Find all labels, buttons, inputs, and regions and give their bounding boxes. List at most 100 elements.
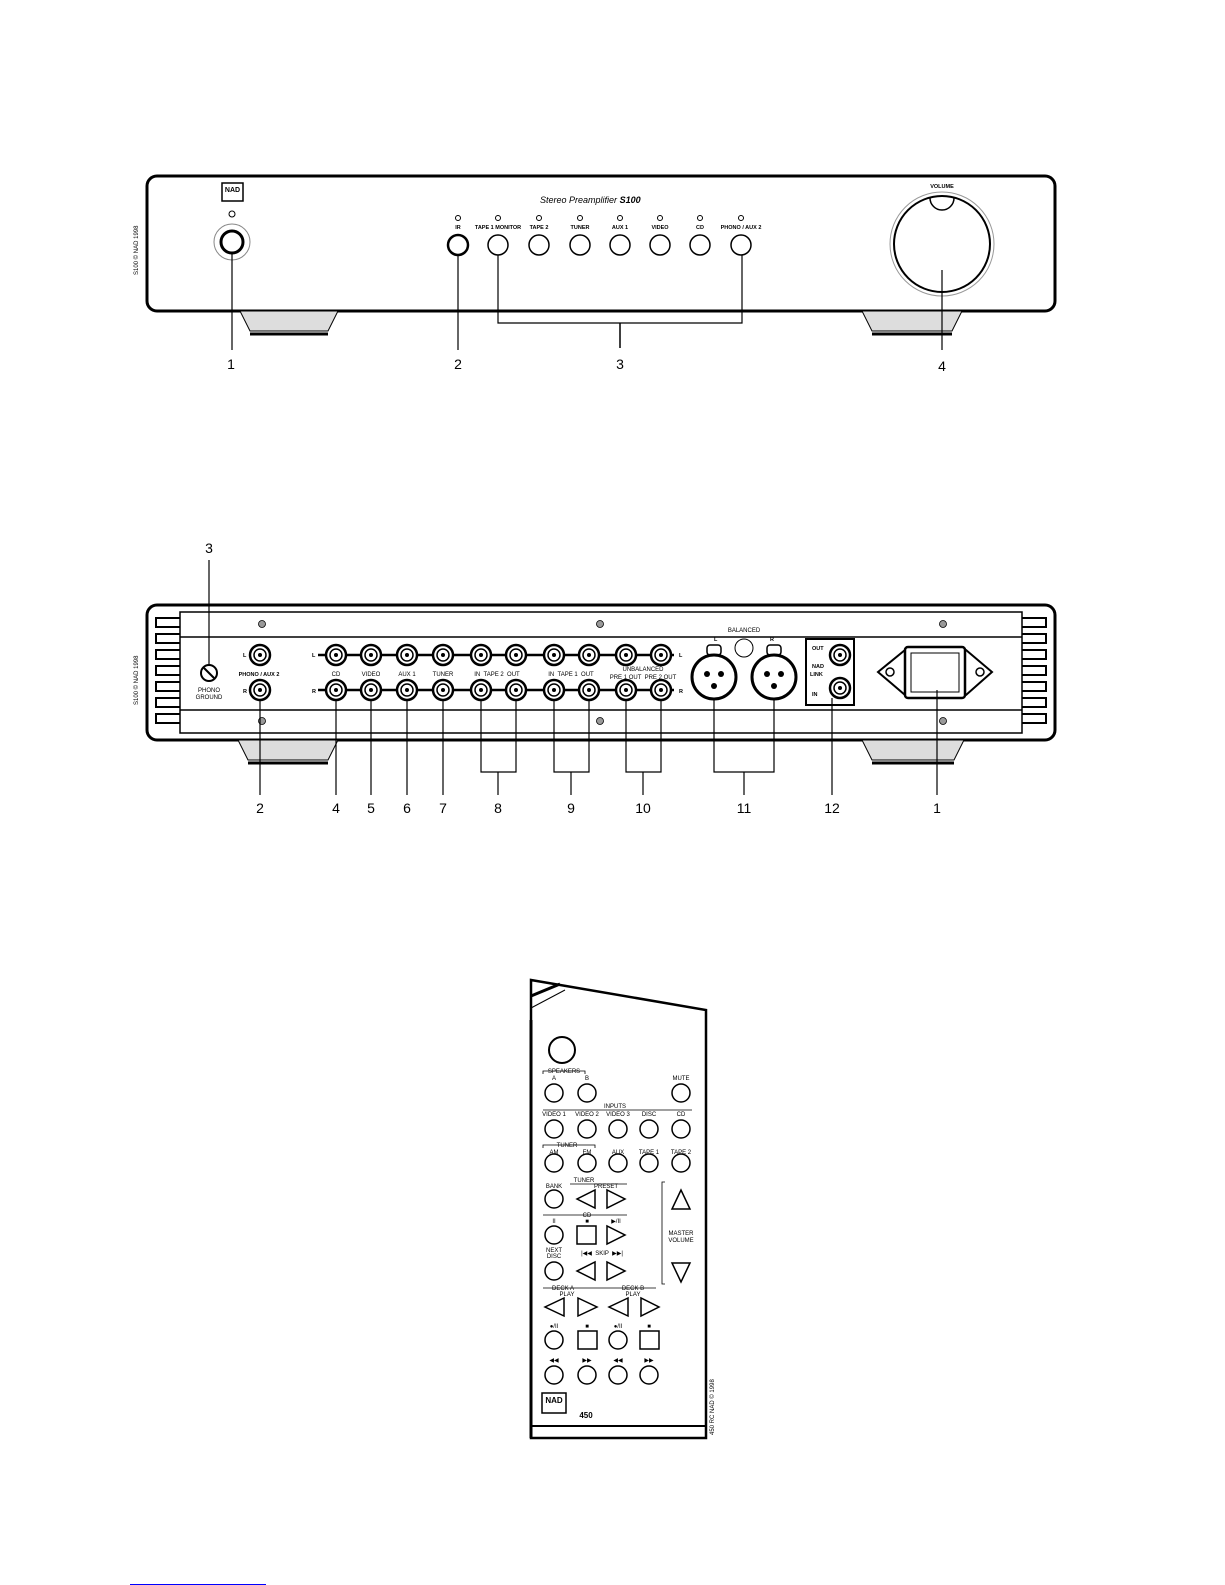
nad-logo-text: NAD (225, 187, 240, 194)
rca-jack-l-3[interactable] (395, 643, 419, 667)
remote-speaker-a-button[interactable] (544, 1083, 564, 1103)
rca-jack-l-6[interactable] (504, 643, 528, 667)
rca-jack-r-9[interactable] (614, 678, 638, 702)
remote-deck-a-ffw-button[interactable] (577, 1365, 597, 1385)
input-label-2: TAPE 2 (530, 225, 549, 231)
rca-jack-r-4[interactable] (431, 678, 455, 702)
rca-jack-l-4[interactable] (431, 643, 455, 667)
remote-tape2-button[interactable] (671, 1153, 691, 1173)
remote-input-cd-button[interactable] (671, 1119, 691, 1139)
remote-play-pause-label: ▶/II (611, 1219, 621, 1225)
input-label-3: TUNER (571, 225, 590, 231)
remote-fm-button[interactable] (577, 1153, 597, 1173)
rear-callout-2: 2 (256, 800, 264, 816)
remote-skip-back-button[interactable] (575, 1260, 596, 1282)
model-title: Stereo Preamplifier S100 (540, 195, 641, 205)
rca-jack-l-1[interactable] (324, 643, 348, 667)
power-button[interactable] (219, 229, 245, 255)
remote-volume-up-button[interactable] (670, 1188, 692, 1210)
remote-deck-b-label: DECK B (622, 1286, 644, 1292)
remote-deck-b-reverse-button[interactable] (607, 1296, 629, 1318)
phono-l-label: L (243, 653, 247, 659)
remote-deck-b-stop-button[interactable] (639, 1330, 660, 1350)
input-button-7[interactable] (730, 234, 752, 256)
rca-jack-r-6[interactable] (504, 678, 528, 702)
input-button-3[interactable] (569, 234, 591, 256)
remote-cd-play-button[interactable] (606, 1224, 627, 1246)
xlr-l-label: L (714, 637, 718, 643)
remote-deck-b-rec-label: ●/II (614, 1324, 623, 1330)
input-button-2[interactable] (528, 234, 550, 256)
phono-aux2-label: PHONO / AUX 2 (239, 672, 280, 678)
rca-jack-l-8[interactable] (577, 643, 601, 667)
remote-bank-button[interactable] (544, 1189, 564, 1209)
xlr-left[interactable] (690, 644, 738, 701)
remote-volume-down-button[interactable] (670, 1262, 692, 1284)
remote-deck-a-stop-label: ■ (585, 1324, 589, 1330)
input-label-4: AUX 1 (612, 225, 628, 231)
rca-jack-r-10[interactable] (649, 678, 673, 702)
rca-jack-l-5[interactable] (469, 643, 493, 667)
remote-input-label-cd: CD (677, 1112, 686, 1118)
remote-deck-b-rew-button[interactable] (608, 1365, 628, 1385)
rear-callout-6: 6 (403, 800, 411, 816)
remote-next-disc-button[interactable] (544, 1261, 564, 1281)
remote-deck-b-ffw-button[interactable] (639, 1365, 659, 1385)
input-button-5[interactable] (649, 234, 671, 256)
remote-preset-up-button[interactable] (606, 1188, 627, 1210)
rca-jack-l-7[interactable] (542, 643, 566, 667)
power-inlet[interactable] (876, 645, 994, 700)
input-button-4[interactable] (609, 234, 631, 256)
nad-link-in-jack[interactable] (828, 676, 852, 700)
remote-nad-logo-text: NAD (545, 1396, 563, 1405)
rca-jack-r-3[interactable] (395, 678, 419, 702)
rca-jack-r-8[interactable] (577, 678, 601, 702)
rca-jack-l-2[interactable] (359, 643, 383, 667)
remote-tape2-label: TAPE 2 (671, 1150, 692, 1156)
remote-speaker-b-button[interactable] (577, 1083, 597, 1103)
remote-deck-a-play-button[interactable] (577, 1296, 599, 1318)
remote-speakers-label: SPEAKERS (548, 1069, 580, 1075)
phono-aux2-jack-l[interactable] (248, 643, 272, 667)
remote-input-video3-button[interactable] (608, 1119, 628, 1139)
rca-jack-l-9[interactable] (614, 643, 638, 667)
remote-aux-button[interactable] (608, 1153, 628, 1173)
rear-callout-8: 8 (494, 800, 502, 816)
rca-jack-r-7[interactable] (542, 678, 566, 702)
remote-input-video2-button[interactable] (577, 1119, 597, 1139)
remote-am-label: AM (550, 1150, 559, 1156)
remote-deck-a-stop-button[interactable] (577, 1330, 598, 1350)
input-button-1[interactable] (487, 234, 509, 256)
rca-jack-l-10[interactable] (649, 643, 673, 667)
remote-deck-a-reverse-button[interactable] (543, 1296, 565, 1318)
remote-deck-a-rec-button[interactable] (544, 1330, 564, 1350)
remote-control-diagram: SPEAKERS A B MUTE INPUTS VIDEO 1 VIDEO 2… (529, 978, 716, 1440)
remote-deck-b-play-button[interactable] (640, 1296, 661, 1318)
remote-deck-b-rec-button[interactable] (608, 1330, 628, 1350)
remote-deck-b-ffw-label: ▶▶ (644, 1358, 654, 1364)
xlr-right[interactable] (750, 644, 798, 701)
rca-jack-r-1[interactable] (324, 678, 348, 702)
remote-input-video1-button[interactable] (544, 1119, 564, 1139)
nad-logo (221, 182, 244, 202)
remote-deck-a-ffw-label: ▶▶ (582, 1358, 592, 1364)
input-button-6[interactable] (689, 234, 711, 256)
jack-label-tape2: IN TAPE 2 OUT (474, 672, 520, 678)
input-label-7: PHONO / AUX 2 (721, 225, 762, 231)
remote-cd-stop-button[interactable] (576, 1225, 597, 1245)
front-foot-right (861, 310, 963, 332)
remote-am-button[interactable] (544, 1153, 564, 1173)
nad-link-out-jack[interactable] (828, 643, 852, 667)
rca-jack-r-5[interactable] (469, 678, 493, 702)
remote-preset-down-button[interactable] (575, 1188, 596, 1210)
remote-tape1-button[interactable] (639, 1153, 659, 1173)
remote-mute-button[interactable] (671, 1083, 691, 1103)
remote-input-disc-button[interactable] (639, 1119, 659, 1139)
jack-label-video: VIDEO (362, 672, 381, 678)
phono-aux2-jack-r[interactable] (248, 678, 272, 702)
remote-cd-pause-button[interactable] (544, 1225, 564, 1245)
rca-jack-r-2[interactable] (359, 678, 383, 702)
power-led (228, 210, 236, 218)
remote-deck-a-rew-button[interactable] (544, 1365, 564, 1385)
remote-skip-forward-button[interactable] (606, 1260, 627, 1282)
